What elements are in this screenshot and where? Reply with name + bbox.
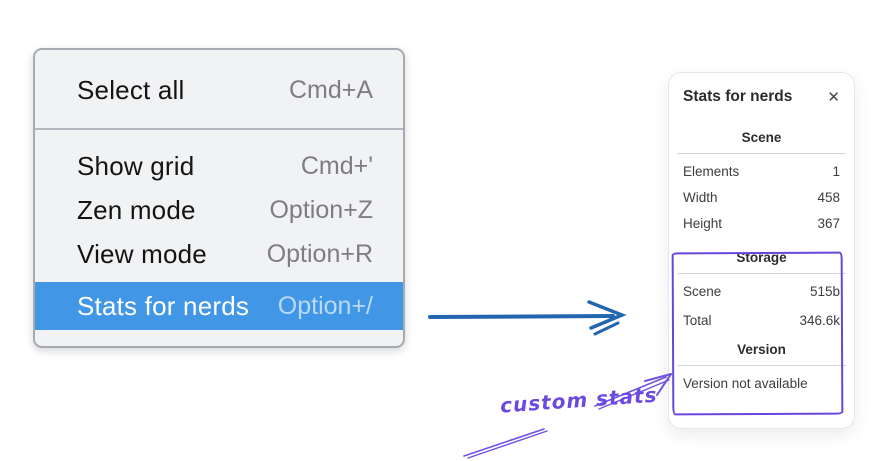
menu-item-shortcut: Option+R [266,239,373,268]
stat-label: Height [683,216,723,231]
stats-panel-title: Stats for nerds [683,88,793,105]
menu-item-select-all[interactable]: Select all Cmd+A [35,68,403,112]
menu-item-stats-for-nerds[interactable]: Stats for nerds Option+/ [35,282,403,330]
menu-item-shortcut: Option+Z [269,195,373,224]
stat-row-width: Width 458 [683,190,840,205]
version-note: Version not available [683,376,808,391]
stat-label: Total [683,313,712,328]
stat-value: 346.6k [799,313,840,328]
menu-item-view-mode[interactable]: View mode Option+R [35,232,403,276]
menu-item-label: Zen mode [77,194,196,225]
menu-item-shortcut: Option+/ [277,291,373,320]
stat-row-height: Height 367 [683,216,840,231]
divider [677,365,846,366]
divider [677,273,846,274]
stat-label: Width [683,190,718,205]
divider [677,153,846,154]
stat-row-elements: Elements 1 [683,164,840,179]
storage-section-heading: Storage [736,250,787,265]
menu-divider [35,128,403,130]
stat-label: Scene [683,284,722,299]
menu-item-zen-mode[interactable]: Zen mode Option+Z [35,188,403,232]
scene-section-heading: Scene [741,130,782,145]
menu-item-show-grid[interactable]: Show grid Cmd+' [35,144,403,188]
menu-item-shortcut: Cmd+A [288,75,373,104]
flow-arrow-icon [428,300,627,336]
stat-value: 458 [817,190,840,205]
stat-value: 367 [817,216,840,231]
menu-item-label: Stats for nerds [77,290,250,321]
stats-for-nerds-panel: Stats for nerds ✕ Scene Elements 1 Width… [668,72,855,429]
context-menu: Select all Cmd+A Show grid Cmd+' Zen mod… [33,48,405,348]
stat-row-storage-scene: Scene 515b [683,284,840,299]
close-icon[interactable]: ✕ [827,88,840,106]
stat-value: 1 [832,164,840,179]
stat-value: 515b [809,284,840,299]
menu-item-label: View mode [77,238,207,269]
version-section-heading: Version [737,342,786,357]
custom-stats-annotation: custom stats [499,382,659,418]
menu-item-label: Select all [77,74,185,105]
stat-label: Elements [683,164,740,179]
menu-item-label: Show grid [77,150,195,181]
menu-item-shortcut: Cmd+' [300,151,373,180]
stat-row-storage-total: Total 346.6k [683,313,840,328]
